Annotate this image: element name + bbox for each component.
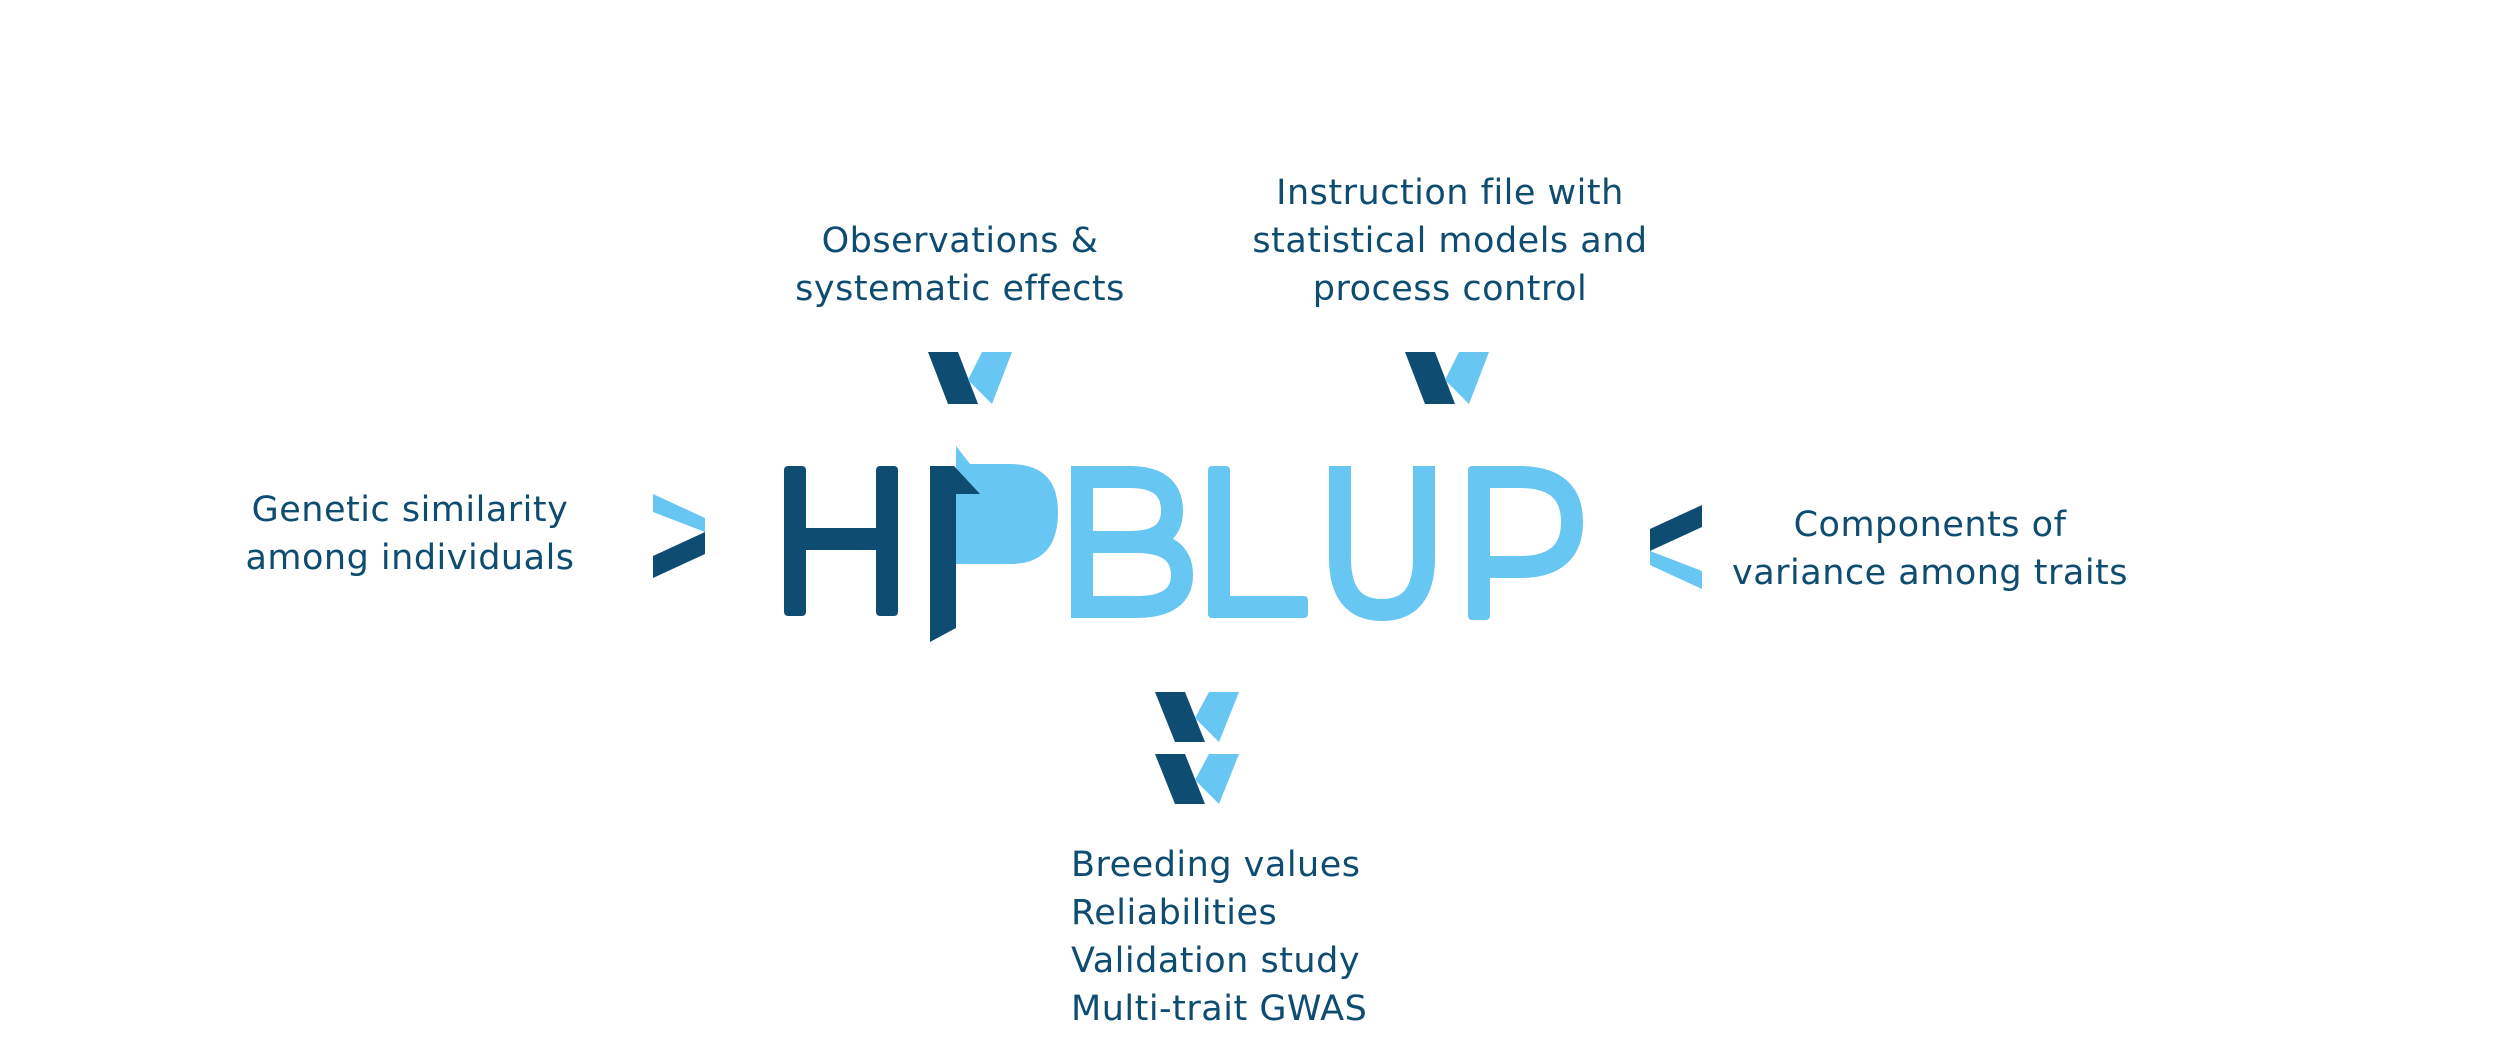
hpblup-logo [784,446,1584,642]
instruction-file-line-3: process control [1312,269,1588,309]
chevron-right-icon [653,494,705,578]
chevron-down-icon [1405,352,1489,404]
genetic-similarity-line-2: among individuals [245,538,575,578]
output-item-reliabilities: Reliabilities [1071,893,1278,933]
variance-components-line-2: variance among traits [1731,553,2129,593]
output-item-breeding-values: Breeding values [1071,845,1361,885]
observations-line-1: Observations & [821,221,1099,261]
double-chevron-down-icon [1155,692,1239,804]
instruction-file-line-2: statistical models and [1252,221,1648,261]
output-item-multi-trait-gwas: Multi-trait GWAS [1071,989,1368,1029]
outputs-list: Breeding values Reliabilities Validation… [1071,841,1471,1033]
logo-letter-p [930,446,1058,642]
genetic-similarity-line-1: Genetic similarity [251,490,569,530]
logo-letter-h [784,466,898,616]
logo-letter-b [1071,466,1194,618]
chevron-down-icon [928,352,1012,404]
variance-components-label: Components of variance among traits [1720,501,2140,597]
observations-label: Observations & systematic effects [780,217,1140,313]
variance-components-line-1: Components of [1793,505,2067,545]
instruction-file-line-1: Instruction file with [1276,173,1624,213]
output-item-validation-study: Validation study [1071,941,1361,981]
logo-letter-u [1329,466,1435,622]
genetic-similarity-label: Genetic similarity among individuals [210,486,610,582]
instruction-file-label: Instruction file with statistical models… [1230,169,1670,313]
logo-letter-l [1208,466,1308,618]
chevron-left-icon [1650,505,1702,589]
logo-letter-p-2 [1468,466,1584,620]
observations-line-2: systematic effects [795,269,1125,309]
